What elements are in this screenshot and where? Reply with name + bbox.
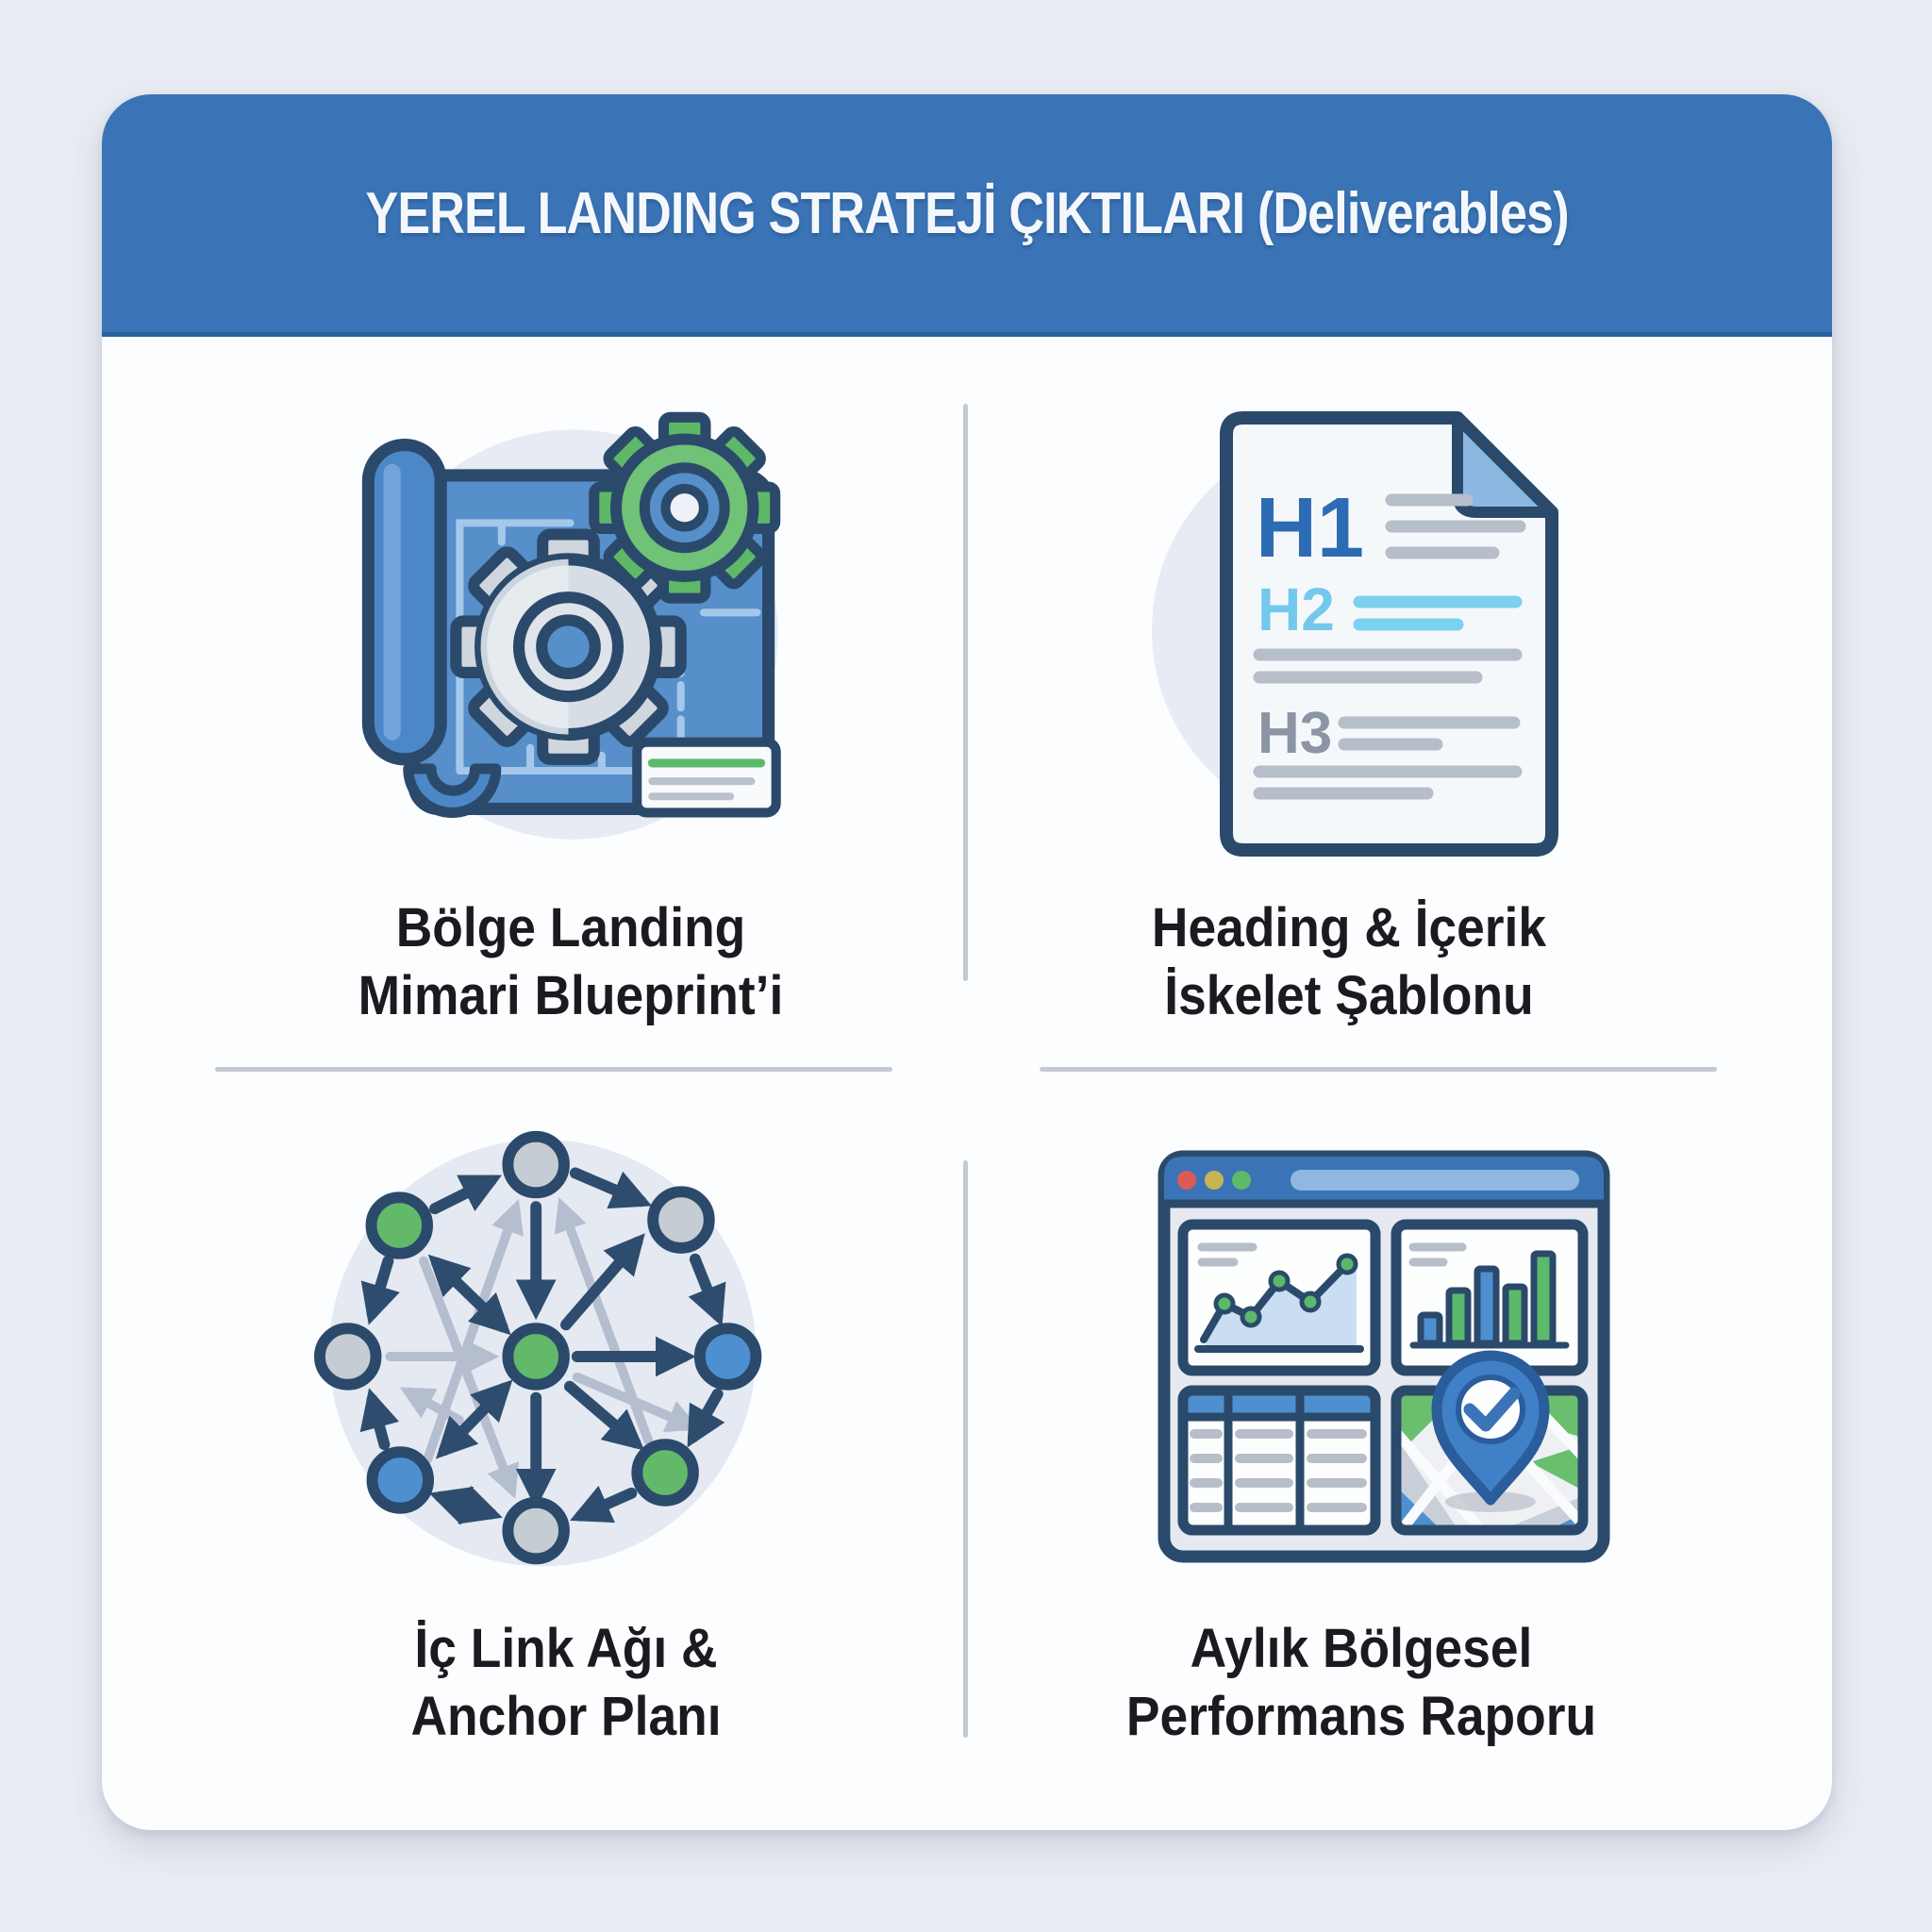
line-chart-panel xyxy=(1177,1219,1381,1376)
map-pin-icon xyxy=(1431,1350,1550,1512)
document-text-lines xyxy=(1253,493,1526,800)
h1-label: H1 xyxy=(1256,481,1364,575)
gear-large xyxy=(450,528,687,765)
blueprint-gears-icon xyxy=(361,411,781,840)
traffic-light-green xyxy=(1232,1171,1251,1190)
link-network-icon xyxy=(313,1130,762,1567)
caption-line: İskelet Şablonu xyxy=(1164,964,1534,1026)
scroll-roll xyxy=(361,438,502,818)
h3-label: H3 xyxy=(1257,701,1332,766)
divider-vertical-bottom xyxy=(963,1160,968,1738)
traffic-light-yellow xyxy=(1205,1171,1224,1190)
caption-line: Heading & İçerik xyxy=(1151,897,1547,958)
card-header: YEREL LANDING STRATEJİ ÇIKTILARI (Delive… xyxy=(102,94,1832,337)
page-title: YEREL LANDING STRATEJİ ÇIKTILARI (Delive… xyxy=(365,180,1569,246)
divider-horizontal-left xyxy=(215,1067,892,1072)
blueprint-note xyxy=(632,737,781,818)
divider-horizontal-right xyxy=(1040,1067,1717,1072)
checkmark-icon xyxy=(1463,1387,1521,1432)
gear-green xyxy=(589,411,781,604)
caption-performance-report: Aylık Bölgesel Performans Raporu xyxy=(1101,1615,1622,1751)
caption-line: Aylık Bölgesel xyxy=(1190,1618,1533,1679)
caption-line: İç Link Ağı & xyxy=(414,1618,718,1679)
bar-chart-panel xyxy=(1391,1219,1589,1376)
divider-vertical-top xyxy=(963,404,968,981)
traffic-light-red xyxy=(1177,1171,1196,1190)
caption-blueprint: Bölge Landing Mimari Blueprint’i xyxy=(310,894,831,1030)
caption-line: Bölge Landing xyxy=(395,897,746,958)
caption-line: Performans Raporu xyxy=(1125,1685,1597,1747)
caption-heading-template: Heading & İçerik İskelet Şablonu xyxy=(1089,894,1609,1030)
network-nodes xyxy=(313,1130,762,1565)
network-dark-arrows xyxy=(359,1167,726,1525)
table-panel xyxy=(1177,1385,1381,1536)
caption-line: Anchor Planı xyxy=(410,1685,722,1747)
h2-label: H2 xyxy=(1257,575,1335,643)
document-headings-icon: H1 H2 H3 xyxy=(1152,411,1558,857)
caption-line: Mimari Blueprint’i xyxy=(358,964,784,1026)
address-bar xyxy=(1291,1170,1579,1191)
caption-link-network: İç Link Ağı & Anchor Planı xyxy=(306,1615,826,1751)
dashboard-report-icon xyxy=(1158,1150,1610,1563)
